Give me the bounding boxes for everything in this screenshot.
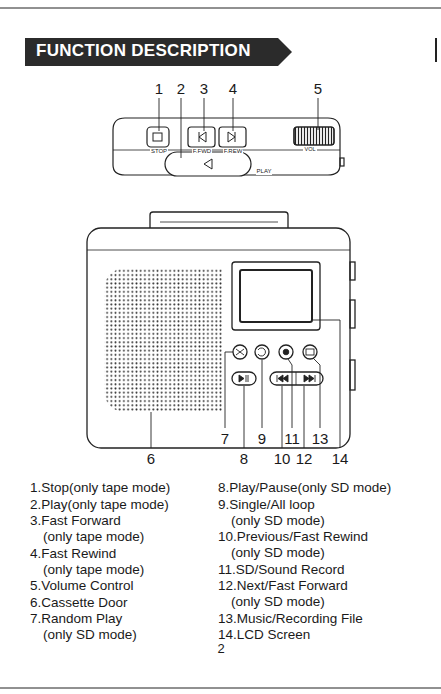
button-label: F.REW bbox=[223, 148, 244, 155]
function-item: 13.Music/Recording File bbox=[218, 611, 363, 627]
callout-number: 4 bbox=[229, 80, 237, 98]
callout-number: 1 bbox=[155, 80, 163, 98]
button-label: PLAY bbox=[256, 168, 273, 175]
button-label: F.FWD bbox=[192, 148, 212, 155]
function-item: 6.Cassette Door bbox=[30, 595, 128, 611]
callout-number: 8 bbox=[240, 450, 248, 468]
callout-number: 7 bbox=[221, 430, 229, 448]
function-item: 7.Random Play (only SD mode) bbox=[30, 611, 137, 644]
callout-number: 14 bbox=[332, 450, 349, 468]
function-item: 1.Stop(only tape mode) bbox=[30, 480, 170, 496]
function-item: 12.Next/Fast Forward (only SD mode) bbox=[218, 578, 348, 611]
function-item: 14.LCD Screen bbox=[218, 627, 310, 643]
function-item: 9.Single/All loop (only SD mode) bbox=[218, 497, 325, 530]
function-item: 4.Fast Rewind (only tape mode) bbox=[30, 546, 144, 579]
callout-number: 6 bbox=[147, 450, 155, 468]
function-item: 10.Previous/Fast Rewind (only SD mode) bbox=[218, 529, 368, 562]
callout-number: 3 bbox=[200, 80, 208, 98]
function-item: 5.Volume Control bbox=[30, 578, 134, 594]
callout-number: 12 bbox=[296, 450, 313, 468]
callout-number: 10 bbox=[274, 450, 291, 468]
callout-number: 9 bbox=[258, 430, 266, 448]
function-item: 11.SD/Sound Record bbox=[218, 562, 345, 578]
function-item: 8.Play/Pause(only SD mode) bbox=[218, 480, 391, 496]
callout-number: 13 bbox=[312, 430, 329, 448]
callout-number: 2 bbox=[177, 80, 185, 98]
knob-label: VOL bbox=[303, 146, 316, 153]
button-label: STOP bbox=[150, 148, 168, 155]
section-title: FUNCTION DESCRIPTION bbox=[36, 41, 251, 61]
function-item: 3.Fast Forward (only tape mode) bbox=[30, 513, 144, 546]
page-number: 2 bbox=[217, 641, 224, 657]
function-item: 2.Play(only tape mode) bbox=[30, 497, 169, 513]
callout-number: 11 bbox=[284, 430, 300, 448]
callout-number: 5 bbox=[314, 80, 322, 98]
